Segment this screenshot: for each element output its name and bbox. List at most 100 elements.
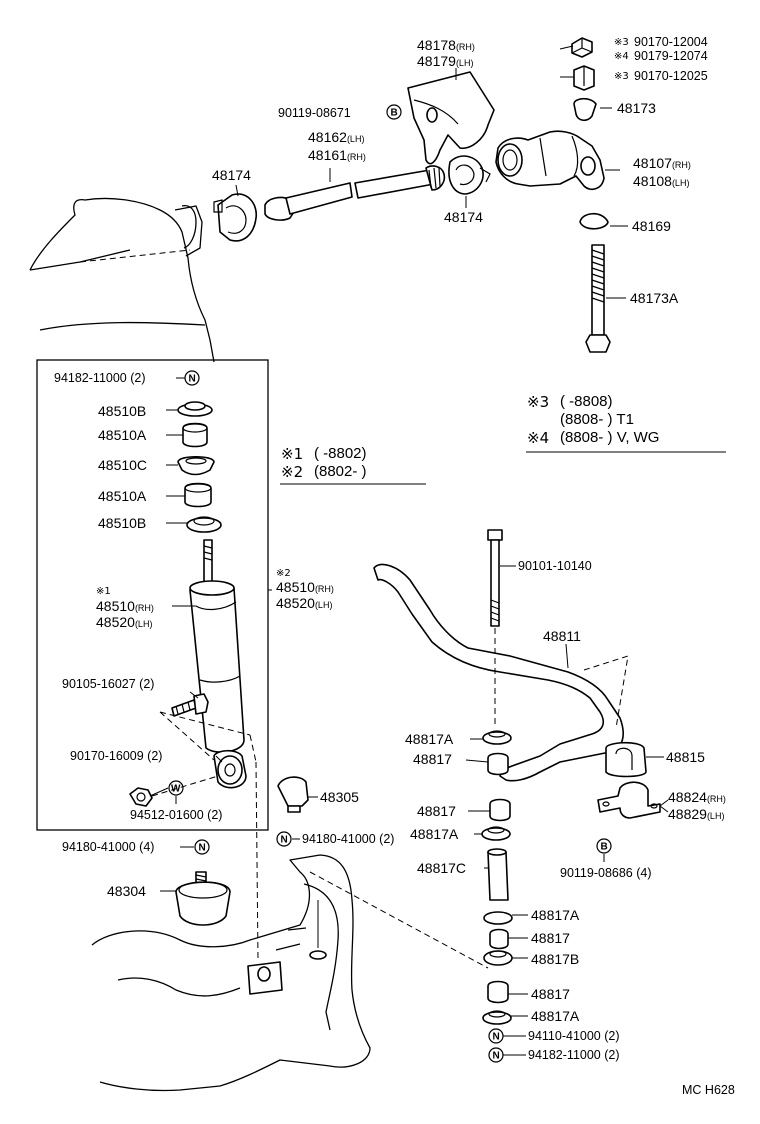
- svg-text:B: B: [391, 108, 398, 119]
- svg-text:※3: ※3: [527, 393, 549, 411]
- label-48174-left: 48174: [212, 167, 251, 183]
- anchor-bolt-nut-group: [571, 37, 609, 230]
- label-48510A-1: 48510A: [98, 427, 147, 443]
- label-48162: 48162(LH): [308, 129, 364, 145]
- label-94180-41000-left: 94180-41000 (4): [62, 840, 154, 854]
- mark-48510-right: ※2: [276, 568, 291, 579]
- svg-text:N: N: [493, 1051, 500, 1062]
- label-94110-41000: 94110-41000 (2): [528, 1029, 620, 1043]
- label-48817C: 48817C: [417, 860, 466, 876]
- stabilizer-link-bolt-90101-10140: [487, 529, 503, 627]
- nut-90170-16009: [129, 787, 153, 807]
- diagram-code: MC H628: [682, 1083, 735, 1097]
- label-48817A-2: 48817A: [410, 826, 459, 842]
- label-48815: 48815: [666, 749, 705, 765]
- label-94180-41000-right: 94180-41000 (2): [302, 832, 394, 846]
- svg-text:(8802- ): (8802- ): [314, 463, 367, 480]
- label-48178: 48178(RH): [417, 37, 475, 53]
- svg-text:※1: ※1: [281, 445, 303, 463]
- link-cushions: [481, 730, 513, 1025]
- mark-90170-12004: ※3: [614, 37, 629, 48]
- shock-absorber: [189, 539, 247, 789]
- nut-symbol-icon: N: [184, 370, 200, 386]
- svg-text:N: N: [189, 374, 196, 385]
- label-48510-right: 48510(RH): [276, 579, 334, 595]
- label-48161: 48161(RH): [308, 147, 366, 163]
- svg-text:( -8808): ( -8808): [560, 393, 613, 410]
- bumper-48304: [175, 871, 231, 926]
- label-48817-4: 48817: [531, 986, 570, 1002]
- stabilizer-bar-48811: [373, 563, 624, 782]
- label-48817A-4: 48817A: [531, 1008, 580, 1024]
- label-90170-12025: 90170-12025: [634, 69, 708, 83]
- bolt-90105-16027: [171, 693, 209, 717]
- nut-symbol-icon: N: [488, 1028, 504, 1044]
- chassis-frame-upper-left: [29, 197, 215, 363]
- label-48811: 48811: [543, 628, 581, 644]
- shock-absorber-group-box: [36, 359, 269, 831]
- anchor-bolt-48173A: [585, 244, 611, 353]
- svg-text:N: N: [199, 843, 206, 854]
- label-90101-10140: 90101-10140: [518, 559, 592, 573]
- label-48824: 48824(RH): [668, 789, 726, 805]
- notes-shock-absorber: ※1 ( -8802) ※2 (8802- ): [280, 445, 426, 485]
- label-90119-08686: 90119-08686 (4): [560, 866, 652, 880]
- label-90119-08671: 90119-08671: [278, 106, 351, 120]
- mark-90179-12074: ※4: [614, 51, 629, 62]
- label-94512-01600: 94512-01600 (2): [130, 808, 222, 822]
- nut-symbol-icon: N: [276, 831, 292, 847]
- label-48108: 48108(LH): [633, 173, 689, 189]
- label-94182-11000-top: 94182-11000 (2): [54, 371, 146, 385]
- torsion-bar-seat-48174-left: [213, 193, 257, 242]
- bar-bushing-48815: [605, 741, 647, 778]
- svg-text:N: N: [281, 835, 288, 846]
- svg-text:※2: ※2: [281, 463, 303, 481]
- svg-text:(8808- ) V, WG: (8808- ) V, WG: [560, 429, 659, 446]
- label-90179-12074: 90179-12074: [634, 49, 708, 63]
- label-48817A-3: 48817A: [531, 907, 580, 923]
- svg-text:N: N: [493, 1032, 500, 1043]
- label-48173: 48173: [617, 100, 656, 116]
- bushing-bracket-48824-48829: [597, 781, 661, 819]
- svg-text:( -8802): ( -8802): [314, 445, 367, 462]
- washer-symbol-icon: W: [168, 780, 184, 796]
- bumper-48305: [277, 776, 309, 813]
- label-48829: 48829(LH): [668, 806, 724, 822]
- anchor-arm-48107-48108: [495, 130, 605, 191]
- label-90170-12004: 90170-12004: [634, 35, 708, 49]
- bolt-symbol-icon: B: [596, 838, 612, 854]
- label-48304: 48304: [107, 883, 146, 899]
- svg-text:※4: ※4: [527, 429, 549, 447]
- mark-90170-12025: ※3: [614, 71, 629, 82]
- label-90170-16009: 90170-16009 (2): [70, 749, 162, 763]
- label-48510C: 48510C: [98, 457, 147, 473]
- shock-cushion-stack: [177, 401, 222, 533]
- anchor-arm-48178-48179: [407, 71, 495, 165]
- label-48520-right: 48520(LH): [276, 595, 332, 611]
- torsion-bar-seat-48174-right: [448, 155, 491, 195]
- label-48817A-1: 48817A: [405, 731, 454, 747]
- label-48817-2: 48817: [417, 803, 456, 819]
- label-48817B: 48817B: [531, 951, 579, 967]
- label-48107: 48107(RH): [633, 155, 691, 171]
- notes-anchor-bolt: ※3 ( -8808) (8808- ) T1 ※4 (8808- ) V, W…: [526, 393, 726, 453]
- label-90105-16027: 90105-16027 (2): [62, 677, 154, 691]
- label-48510B-2: 48510B: [98, 515, 146, 531]
- label-94182-11000-bottom: 94182-11000 (2): [528, 1048, 620, 1062]
- nut-symbol-icon: N: [194, 839, 210, 855]
- label-48510B-1: 48510B: [98, 403, 146, 419]
- nut-symbol-icon: N: [488, 1047, 504, 1063]
- label-48510A-2: 48510A: [98, 488, 147, 504]
- label-48817-1: 48817: [413, 751, 452, 767]
- label-48520-left: 48520(LH): [96, 614, 152, 630]
- label-48817-3: 48817: [531, 930, 570, 946]
- lower-arm-frame: [91, 761, 489, 1092]
- label-48174-right: 48174: [444, 209, 483, 225]
- torsion-bar-48161-48162: [264, 165, 446, 221]
- label-48179: 48179(LH): [417, 53, 473, 69]
- label-48510-left: 48510(RH): [96, 598, 154, 614]
- mark-48510-left: ※1: [96, 586, 111, 597]
- svg-text:(8808- ) T1: (8808- ) T1: [560, 411, 634, 428]
- svg-text:B: B: [601, 842, 608, 853]
